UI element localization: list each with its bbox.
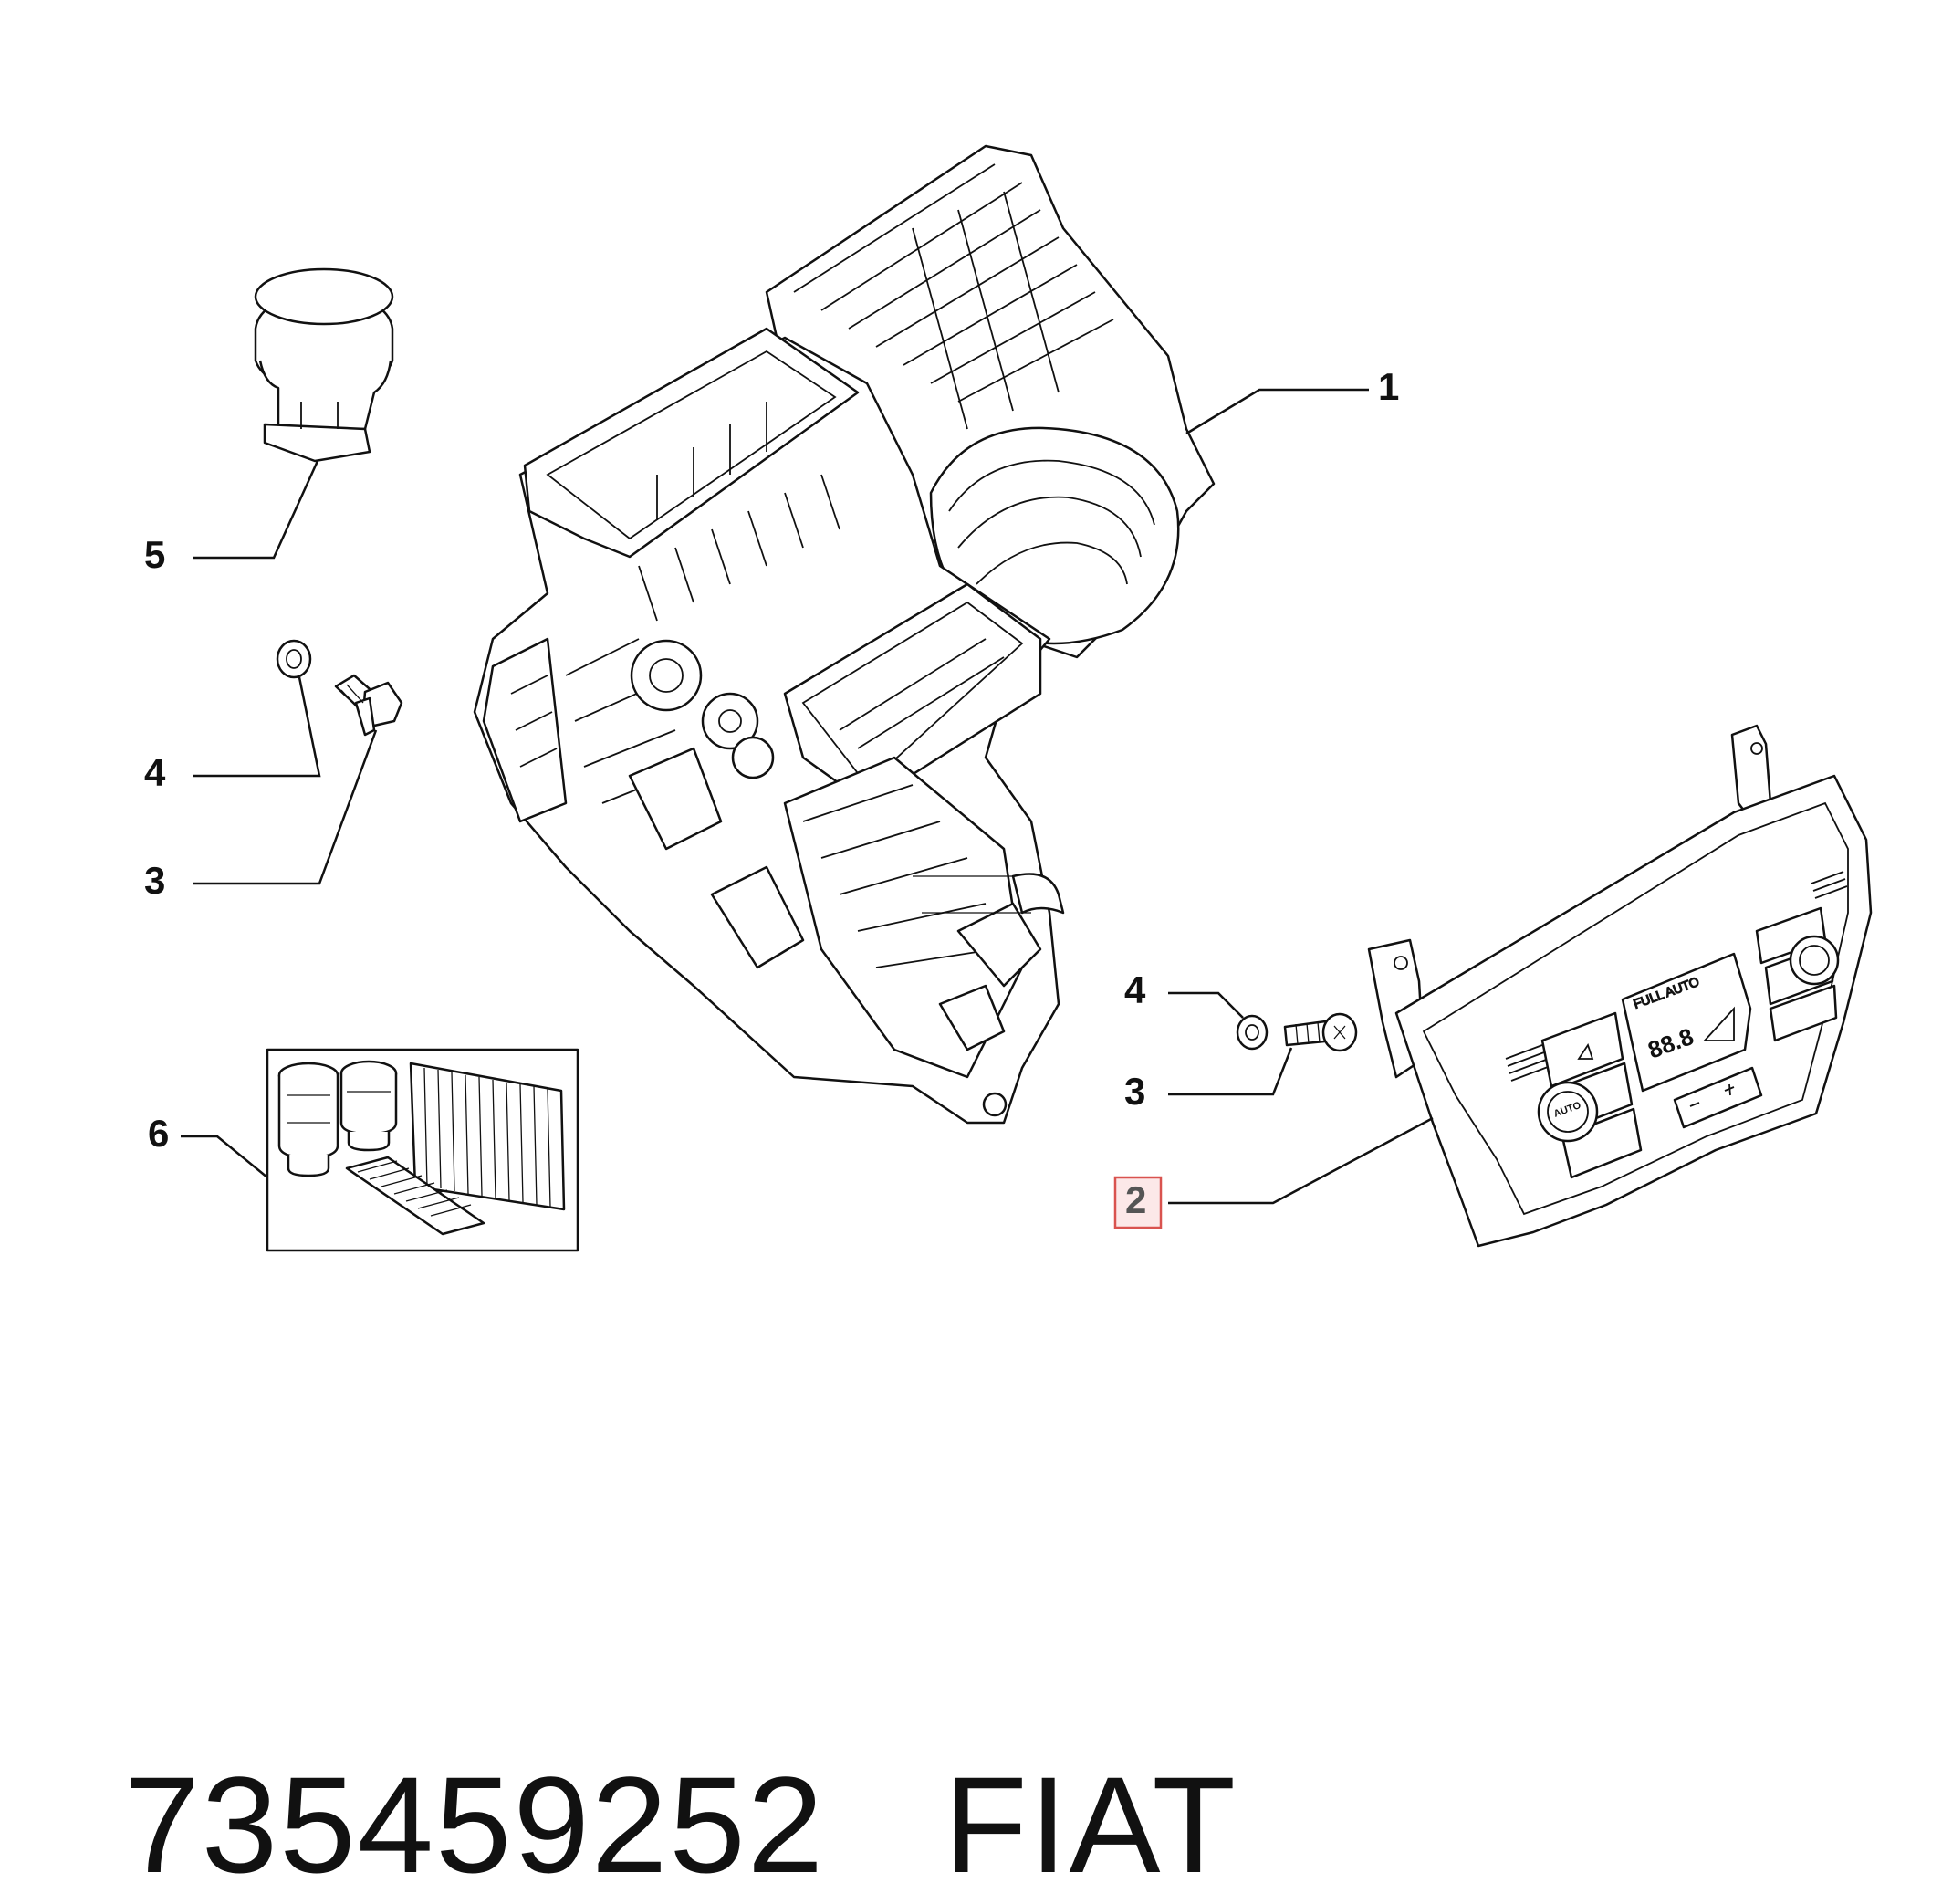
footer-caption: 735459252 FIAT	[44, 1588, 1237, 1904]
screw-part-3-right[interactable]	[1283, 1012, 1358, 1052]
leader-line-1	[1185, 388, 1369, 435]
climate-control-panel-part-2[interactable]: FULL AUTO 88.8 AUTO	[1367, 724, 1873, 1248]
hvac-housing-part-1[interactable]	[473, 144, 1216, 1125]
callout-6[interactable]: 6	[148, 1112, 169, 1155]
callout-5[interactable]: 5	[144, 533, 165, 576]
callout-4-right[interactable]: 4	[1124, 968, 1146, 1011]
leader-lines	[181, 388, 1434, 1205]
leader-line-2	[1168, 1116, 1434, 1205]
screw-part-3-left[interactable]	[334, 674, 403, 737]
callouts: 1 5 4 3 6 4 3 2	[144, 365, 1399, 1229]
part-number: 735459252	[123, 1748, 826, 1901]
leader-line-3-right	[1168, 1047, 1293, 1096]
leader-line-3-left	[193, 729, 378, 885]
callout-2[interactable]: 2	[1125, 1178, 1146, 1221]
callout-1[interactable]: 1	[1378, 365, 1399, 408]
callout-4-left[interactable]: 4	[144, 751, 166, 794]
callout-2-highlight-box	[1113, 1176, 1163, 1229]
callout-3-left[interactable]: 3	[144, 859, 165, 902]
leader-line-6	[181, 1135, 268, 1178]
washer-part-4-left[interactable]	[276, 639, 312, 679]
filter-kit-part-6[interactable]	[266, 1048, 579, 1252]
leader-line-4-right	[1168, 991, 1244, 1019]
parts-diagram: FULL AUTO 88.8 AUTO 1	[144, 144, 1873, 1252]
washer-part-4-right[interactable]	[1236, 1014, 1269, 1051]
callout-3-right[interactable]: 3	[1124, 1070, 1145, 1113]
sensor-cap-part-5[interactable]	[254, 267, 394, 463]
brand-name: FIAT	[944, 1748, 1238, 1901]
leader-line-4-left	[193, 676, 321, 778]
leader-line-5	[193, 460, 319, 560]
